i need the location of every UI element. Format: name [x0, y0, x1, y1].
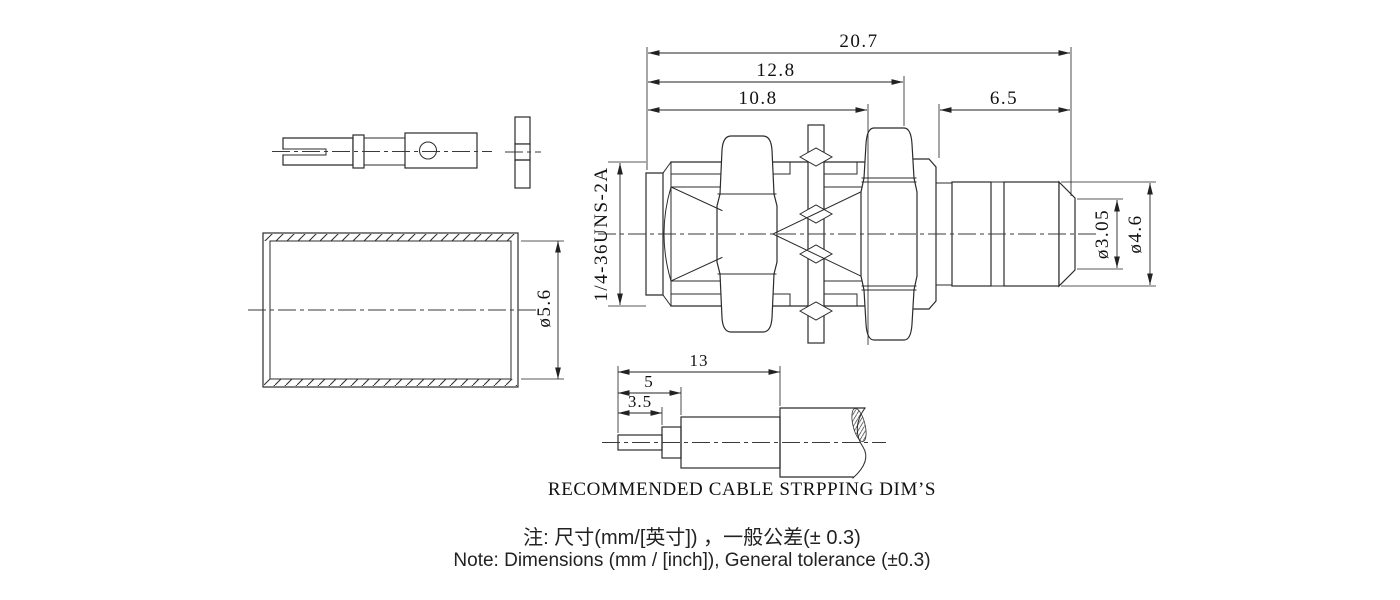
dim-tip-diameter: ø4.6	[1125, 214, 1146, 253]
thread-spec-label: 1/4-36UNS-2A	[591, 166, 612, 301]
jacket-break-line	[852, 407, 867, 479]
pin-hole	[419, 141, 437, 160]
cable-jacket	[779, 407, 866, 478]
crimp-ferrule-view: ø5.6	[248, 232, 564, 388]
dim-rear-length: 6.5	[990, 88, 1018, 109]
dim-overall-length: 20.7	[839, 31, 878, 52]
dim-strip-total: 13	[690, 351, 709, 370]
cable-strip-view: 13 5 3.5 RECOMMENDED CABLE STRPPING DIM’…	[548, 351, 936, 500]
dim-bore-diameter: ø3.05	[1092, 209, 1113, 259]
note-line-chinese: 注: 尺寸(mm/[英寸]) ，一般公差(± 0.3)	[523, 526, 861, 549]
rear-end-cap	[1058, 180, 1076, 288]
hex-nut-rear	[860, 127, 918, 341]
jacket-cut-section	[851, 408, 867, 442]
insulator-bead-view	[505, 116, 541, 189]
main-connector-view: 20.7 12.8 10.8 6.5 1/4-36UNS-2A ø3.05 ø4…	[591, 31, 1156, 345]
dim-front-length: 10.8	[738, 88, 777, 109]
notes: 注: 尺寸(mm/[英寸]) ，一般公差(± 0.3) Note: Dimens…	[453, 526, 930, 571]
pin-contact-view	[272, 132, 492, 169]
note-line-english: Note: Dimensions (mm / [inch]), General …	[453, 550, 930, 571]
dim-mid-length: 12.8	[756, 60, 795, 81]
dim-strip-braid: 5	[644, 372, 654, 391]
pin-body	[404, 132, 478, 169]
hex-nut-front	[716, 135, 778, 333]
dim-strip-center: 3.5	[628, 392, 652, 411]
ferrule-diameter-label: ø5.6	[534, 288, 555, 327]
strip-view-caption: RECOMMENDED CABLE STRPPING DIM’S	[548, 479, 936, 500]
